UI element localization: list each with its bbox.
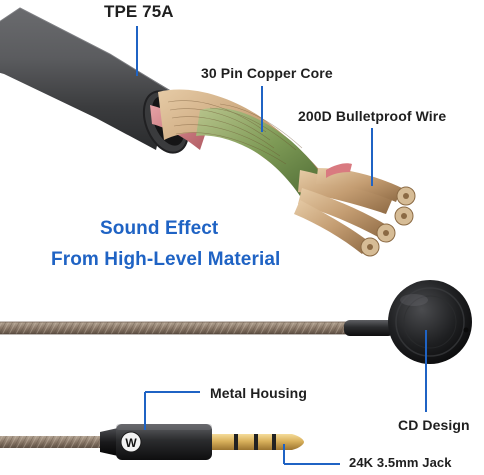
braided-cable-lower [0, 436, 108, 448]
audio-jack: W [100, 424, 304, 460]
label-bulletproof-wire: 200D Bulletproof Wire [298, 108, 447, 124]
label-copper-core: 30 Pin Copper Core [201, 65, 333, 81]
copper-core-strands [150, 89, 416, 257]
logo-w-icon: W [125, 436, 137, 450]
headline-line-1: Sound Effect [100, 218, 219, 239]
label-cd-design: CD Design [398, 417, 470, 433]
label-jack: 24K 3.5mm Jack [349, 455, 452, 470]
braided-cable [0, 321, 360, 335]
strand-ends [360, 186, 416, 257]
label-metal-housing: Metal Housing [210, 385, 307, 401]
headline-line-2: From High-Level Material [51, 249, 281, 270]
callout-lines-bottom [144, 330, 427, 465]
callout-lines-top [136, 26, 373, 186]
earbud [344, 280, 472, 364]
label-tpe-75a: TPE 75A [104, 2, 174, 21]
